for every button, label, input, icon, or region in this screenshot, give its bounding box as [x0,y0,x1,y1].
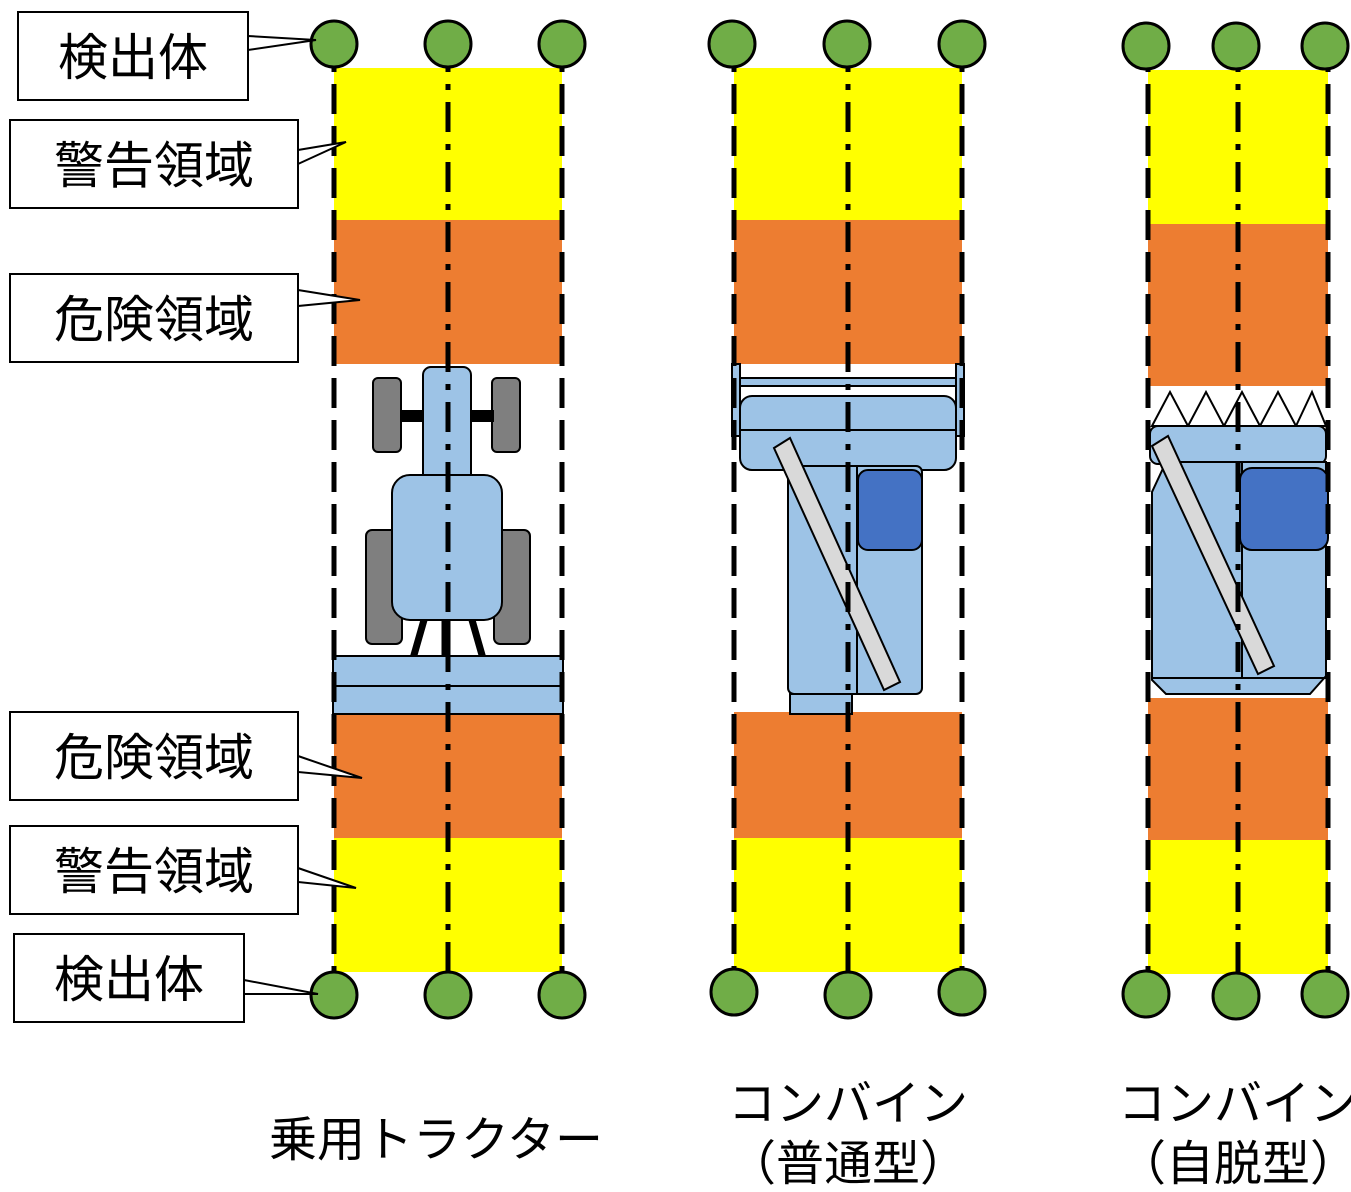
detector-top-right [937,19,987,69]
combine-normal-vehicle [731,363,965,715]
detector-top-center [1211,21,1261,71]
callout-text: 警告領域 [54,843,254,901]
combine-self-vehicle [1149,389,1329,695]
callout-box [17,11,249,101]
detector-bottom-center [423,970,473,1020]
divider-5 [1294,389,1328,427]
unloading-auger [1150,434,1276,676]
callout-text: 検出体 [54,951,204,1009]
caption-combine-self-line1: コンバイン [1118,1076,1351,1132]
callout-box [9,711,299,801]
detector-top-center [423,19,473,69]
callout-warning-top: 警告領域 [9,119,347,209]
combine-normal-column [707,19,987,1020]
callout-detector-top: 検出体 [17,11,317,101]
detector-bottom-right [537,970,587,1020]
operator-cab [1239,467,1329,551]
callout-detector-bottom: 検出体 [13,933,319,1023]
caption-combine-self-line2: （自脱型） [1118,1136,1351,1192]
caption-combine-normal-line2: （普通型） [728,1136,968,1192]
callout-text: 警告領域 [54,137,254,195]
callout-box [9,273,299,363]
callout-text: 危険領域 [54,291,254,349]
callout-warning-bottom: 警告領域 [9,825,357,915]
callout-danger-top: 危険領域 [9,273,361,363]
rear-step [789,693,853,715]
caption-combine-normal-line1: コンバイン [728,1076,968,1132]
callout-box [9,119,299,209]
detector-bottom-right [1300,969,1350,1019]
callout-danger-bottom: 危険領域 [9,711,363,801]
callout-box [9,825,299,915]
combine-self-column [1121,21,1350,1021]
divider-2 [1186,389,1226,427]
callout-box [13,933,245,1023]
front-wheel-right [491,377,521,453]
detector-bottom-left [709,967,759,1017]
detector-top-right [537,19,587,69]
tractor-column [309,19,587,1020]
caption-tractor: 乗用トラクター [269,1112,603,1168]
divider-1 [1150,389,1190,427]
detector-bottom-center [823,970,873,1020]
divider-4 [1258,389,1298,427]
detector-bottom-left [1121,969,1171,1019]
operator-cab [857,469,923,551]
detector-top-left [707,19,757,69]
detector-top-left [1121,21,1171,71]
detector-bottom-center [1211,971,1261,1021]
callout-pointer [247,34,317,52]
detector-bottom-right [937,967,987,1017]
detector-top-center [822,19,872,69]
detector-top-left [309,19,359,69]
callout-pointer [243,978,319,995]
front-wheel-left [372,377,402,453]
detector-top-right [1300,21,1350,71]
divider-3 [1222,389,1262,427]
callout-text: 検出体 [58,29,208,87]
callout-text: 危険領域 [54,729,254,787]
